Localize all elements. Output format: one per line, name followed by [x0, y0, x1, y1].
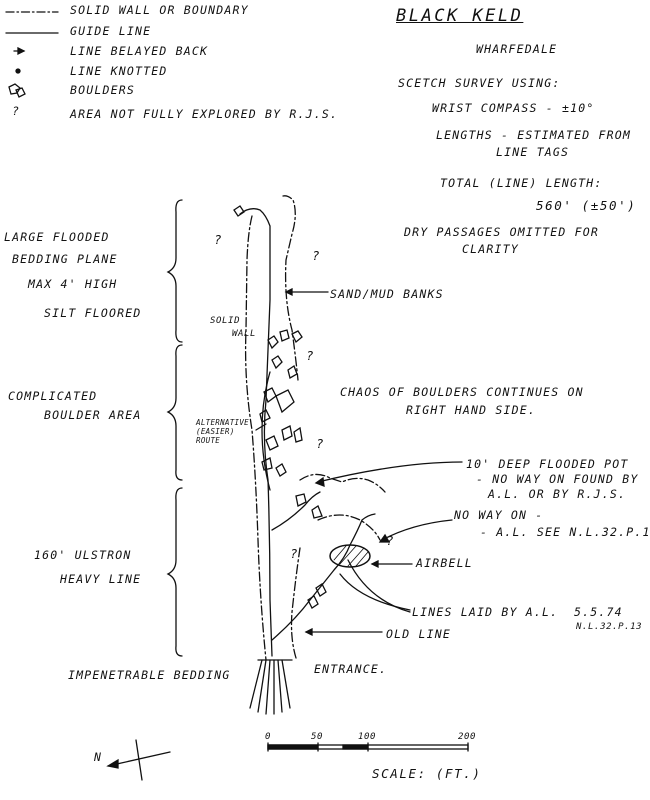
- boulder-cluster: [233, 205, 327, 609]
- scale-tick-100: 100: [358, 732, 377, 742]
- unexplored-marker: ?: [316, 436, 326, 451]
- scale-label: SCALE: (ft.): [372, 766, 482, 781]
- label-noway-2: - A.L. SEE N.L.32.p.13: [480, 525, 650, 539]
- legend-knot-text: LINE KNOTTED: [70, 64, 168, 78]
- legend-wall-text: SOLID WALL OR BOUNDARY: [70, 3, 249, 17]
- label-flooded-2: BEDDING PLANE: [12, 252, 118, 266]
- label-solid-wall-1: SOLID: [210, 316, 241, 326]
- guide-line: [239, 208, 273, 657]
- legend-unexplored-text: AREA NOT FULLY EXPLORED BY R.J.S.: [70, 107, 339, 121]
- passage-walls: [244, 195, 386, 661]
- label-sand-banks: SAND/MUD BANKS: [330, 287, 444, 301]
- unexplored-marker: ?: [312, 248, 322, 263]
- north-arrow: [106, 739, 171, 781]
- label-lines-ref: N.L.32.p.13: [576, 622, 643, 632]
- label-old-line: OLD LINE: [386, 627, 451, 641]
- leader-noway: [378, 519, 453, 543]
- label-line-2: HEAVY LINE: [60, 572, 142, 586]
- airbell-hatch: [333, 545, 369, 567]
- leader-alt-route: [255, 423, 267, 431]
- note-total-1: TOTAL (LINE) LENGTH:: [440, 176, 603, 190]
- leader-airbell: [370, 559, 413, 569]
- unexplored-marker: ?: [214, 232, 224, 247]
- scale-tick-200: 200: [458, 732, 477, 742]
- leader-sand: [284, 287, 329, 297]
- label-lines-date: 5.5.74: [574, 605, 623, 619]
- note-dry-1: DRY PASSAGES OMITTED FOR: [404, 225, 599, 239]
- survey-title: BLACK KELD: [396, 6, 524, 26]
- note-total-2: 560' (±50'): [536, 198, 637, 213]
- brace-flooded: [166, 199, 183, 343]
- brace-line: [166, 487, 183, 657]
- label-line-1: 160' ULSTRON: [34, 548, 132, 562]
- legend-boulder-symbol: [8, 83, 26, 98]
- legend-knot-symbol: [15, 68, 21, 74]
- leader-pot: [314, 461, 463, 487]
- survey-location: WHARFEDALE: [476, 42, 558, 56]
- note-dry-2: CLARITY: [462, 242, 519, 256]
- scale-bar: [267, 742, 469, 752]
- north-label: N: [94, 750, 103, 764]
- label-lines-laid: LINES LAID BY A.L.: [412, 605, 559, 619]
- guide-line-alt: [261, 371, 271, 491]
- label-pot-3: A.L. OR BY R.J.S.: [488, 487, 627, 501]
- label-boulder-1: COMPLICATED: [8, 389, 98, 403]
- entrance-bedding: [249, 659, 293, 715]
- legend-question-symbol: ?: [12, 104, 21, 118]
- guide-line-right: [271, 491, 321, 531]
- unexplored-marker: ?: [290, 546, 300, 561]
- unexplored-marker: ?: [386, 533, 396, 548]
- label-chaos-1: CHAOS OF BOULDERS CONTINUES ON: [340, 385, 584, 399]
- note-survey-method: SCETCH SURVEY USING:: [398, 76, 561, 90]
- label-flooded-3: MAX 4' HIGH: [28, 277, 118, 291]
- legend-guide-text: GUIDE LINE: [70, 24, 152, 38]
- leader-old-line: [304, 627, 383, 637]
- label-bedding: IMPENETRABLE BEDDING: [68, 668, 231, 682]
- label-airbell: AIRBELL: [416, 556, 473, 570]
- label-pot-2: - NO WAY ON FOUND BY: [476, 472, 639, 486]
- label-noway-1: NO WAY ON -: [454, 508, 544, 522]
- legend-belay-symbol: [13, 46, 26, 56]
- label-pot-1: 10' DEEP FLOODED POT: [466, 457, 629, 471]
- label-entrance: ENTRANCE.: [314, 662, 388, 676]
- label-boulder-2: BOULDER AREA: [44, 408, 142, 422]
- label-alternative-route: ALTERNATIVE (EASIER) ROUTE: [196, 418, 249, 445]
- airbell-shape: [329, 544, 371, 568]
- legend-belay-text: LINE BELAYED BACK: [70, 44, 209, 58]
- label-chaos-2: RIGHT HAND SIDE.: [406, 403, 536, 417]
- unexplored-marker: ?: [306, 348, 316, 363]
- new-lines: [271, 513, 376, 641]
- note-lengths-1: LENGTHS - ESTIMATED FROM: [436, 128, 631, 142]
- leader-lines-laid: [339, 559, 411, 613]
- note-compass: WRIST COMPASS - ±10°: [432, 101, 595, 115]
- label-solid-wall-2: WALL: [232, 329, 257, 339]
- scale-tick-0: 0: [265, 732, 272, 742]
- legend-boulders-text: BOULDERS: [70, 83, 135, 97]
- label-flooded-4: SILT FLOORED: [44, 306, 142, 320]
- scale-tick-50: 50: [311, 732, 324, 742]
- label-flooded-1: LARGE FLOODED: [4, 230, 110, 244]
- brace-boulder: [166, 344, 183, 481]
- note-lengths-2: LINE TAGS: [496, 145, 570, 159]
